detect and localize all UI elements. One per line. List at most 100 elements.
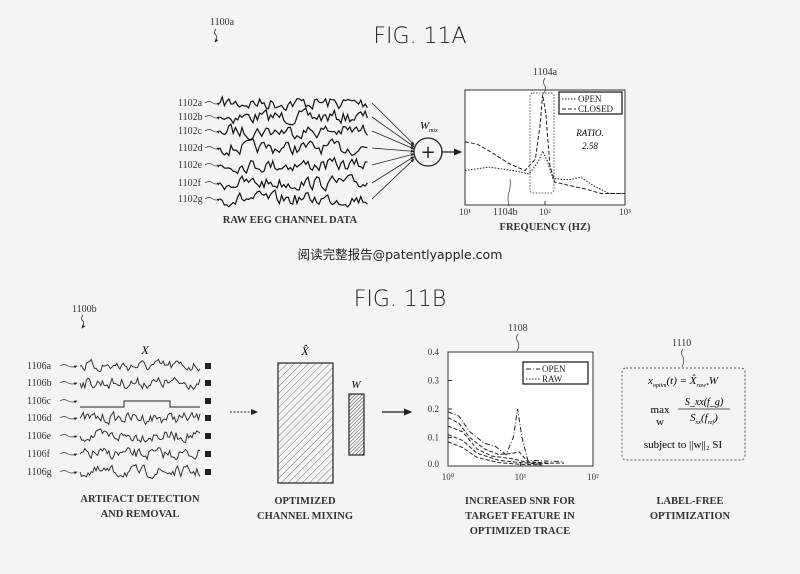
fig-a-caption: RAW EEG CHANNEL DATA bbox=[223, 215, 358, 226]
eeg-trace bbox=[79, 446, 201, 461]
caption-snr-1: INCREASED SNR FOR bbox=[465, 496, 576, 507]
channel-label: 1106g bbox=[27, 467, 52, 478]
mixing-arrows bbox=[371, 102, 415, 200]
eeg-trace bbox=[219, 107, 368, 126]
channel-arrow bbox=[371, 156, 415, 184]
x-tick-label: 10¹ bbox=[515, 472, 527, 482]
eeg-trace bbox=[219, 94, 368, 112]
eeg-trace bbox=[219, 138, 368, 157]
caption-snr-3: OPTIMIZED TRACE bbox=[470, 526, 570, 537]
channel-pointer bbox=[204, 181, 221, 186]
x-matrix-label: X bbox=[140, 343, 149, 357]
channel-pointer bbox=[204, 101, 221, 106]
caption-label-free-2: OPTIMIZATION bbox=[650, 511, 731, 522]
channel-marker bbox=[205, 363, 211, 369]
channel-pointer bbox=[59, 470, 78, 475]
peak-ref-leader bbox=[542, 77, 547, 95]
xhat-label: X̂ bbox=[300, 344, 309, 358]
fig-b-ref: 1100b bbox=[72, 304, 97, 315]
opt-ref: 1110 bbox=[672, 338, 691, 349]
fig-a-title: FIG. 11A bbox=[373, 24, 466, 49]
channel-marker bbox=[205, 380, 211, 386]
peak-highlight-box bbox=[529, 92, 555, 194]
channel-marker bbox=[205, 469, 211, 475]
chart-b-ref: 1108 bbox=[508, 323, 528, 334]
eeg-trace bbox=[79, 464, 201, 480]
channel-pointer bbox=[59, 399, 78, 404]
series-line-closed bbox=[464, 94, 625, 194]
caption-artifact-1: ARTIFACT DETECTION bbox=[80, 494, 200, 505]
fig-a-ref-arrow bbox=[214, 28, 219, 43]
channel-pointer bbox=[59, 416, 78, 421]
series-line-raw bbox=[447, 441, 543, 466]
channel-marker bbox=[205, 451, 211, 457]
channel-marker bbox=[205, 398, 211, 404]
legend-label: CLOSED bbox=[578, 104, 614, 114]
legend-label: OPEN bbox=[578, 94, 602, 104]
y-tick-label: 0.4 bbox=[428, 347, 440, 357]
channel-arrow bbox=[371, 102, 415, 146]
channel-arrow bbox=[371, 153, 415, 166]
channel-label: 1106e bbox=[27, 431, 52, 442]
w-vector bbox=[348, 393, 365, 456]
channel-marker bbox=[205, 415, 211, 421]
eeg-trace bbox=[79, 410, 201, 426]
formula-constraint: subject to ||w||₂ SI bbox=[644, 439, 723, 451]
base-ref: 1104b bbox=[493, 207, 518, 218]
caption-mixing-1: OPTIMIZED bbox=[274, 496, 336, 507]
channel-marker bbox=[205, 433, 211, 439]
series-line-open bbox=[447, 408, 565, 463]
channel-label: 1102e bbox=[178, 160, 203, 171]
channel-label: 1102f bbox=[178, 178, 202, 189]
formula-w: w bbox=[656, 416, 664, 428]
channel-label: 1106f bbox=[27, 449, 51, 460]
w-label: W bbox=[351, 379, 361, 391]
fig-b-ref-arrow bbox=[81, 314, 86, 329]
channel-label: 1106c bbox=[27, 396, 52, 407]
caption-snr-2: TARGET FEATURE IN bbox=[465, 511, 575, 522]
channel-pointer bbox=[59, 452, 78, 457]
eeg-trace bbox=[219, 156, 368, 175]
chart-b-ref-leader bbox=[516, 333, 520, 352]
channel-label: 1106d bbox=[27, 413, 52, 424]
optimization-box bbox=[621, 367, 746, 461]
x-tick-label: 10³ bbox=[619, 207, 631, 217]
plus-glyph: + bbox=[420, 142, 435, 163]
ratio-label: RATIO. bbox=[575, 128, 603, 138]
formula-line1: xoptim(t) = X̂raw*W bbox=[647, 374, 719, 389]
peak-ref: 1104a bbox=[533, 67, 558, 78]
channel-label: 1106b bbox=[27, 378, 52, 389]
channel-pointer bbox=[204, 146, 221, 151]
chart-a-xlabel: FREQUENCY (HZ) bbox=[500, 222, 591, 233]
channel-arrow bbox=[371, 147, 415, 153]
channel-label: 1102a bbox=[178, 98, 203, 109]
caption-artifact-2: AND REMOVAL bbox=[101, 509, 180, 520]
series-line-raw bbox=[447, 434, 543, 465]
y-tick-label: 0.2 bbox=[428, 404, 439, 414]
y-tick-label: 0.1 bbox=[428, 433, 439, 443]
eeg-trace bbox=[79, 428, 201, 444]
channel-label: 1102d bbox=[178, 143, 203, 154]
legend-label: RAW bbox=[542, 374, 563, 384]
fig-b-title: FIG. 11B bbox=[354, 287, 447, 312]
channel-pointer bbox=[59, 381, 78, 386]
mix-weight-label: Wmix bbox=[420, 120, 438, 134]
eeg-trace bbox=[79, 358, 201, 372]
y-tick-label: 0.3 bbox=[428, 376, 440, 386]
formula-numerator: S_xx(f_g) bbox=[685, 397, 724, 408]
channel-label: 1102c bbox=[178, 126, 203, 137]
channel-pointer bbox=[204, 129, 221, 134]
channel-pointer bbox=[59, 434, 78, 439]
channel-label: 1102b bbox=[178, 112, 203, 123]
xhat-matrix bbox=[277, 362, 334, 484]
x-tick-label: 10⁰ bbox=[442, 472, 455, 482]
channel-arrow bbox=[371, 158, 415, 200]
opt-ref-leader bbox=[681, 348, 685, 368]
eeg-trace bbox=[219, 174, 368, 192]
formula-denominator: Sxx(fref) bbox=[690, 412, 718, 426]
channel-label: 1102g bbox=[178, 194, 203, 205]
